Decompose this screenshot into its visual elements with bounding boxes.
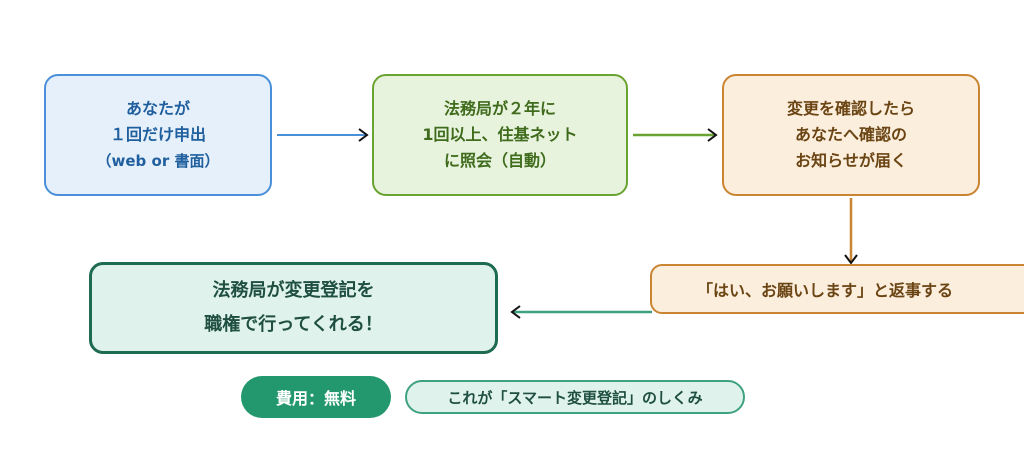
arrow-step4-to-step5 <box>510 305 652 319</box>
step-text-line: に照会（自動） <box>443 151 556 170</box>
step-text-line: 法務局が変更登記を <box>212 280 375 301</box>
step-text-line: 変更を確認したら <box>786 99 915 118</box>
step-text-line: お知らせが届く <box>795 151 907 170</box>
step-confirmation-notice: 変更を確認したら あなたへ確認の お知らせが届く <box>722 74 980 196</box>
step-text-line: 「はい、お願いします」と返事する <box>696 281 953 300</box>
step-ex-officio-registration: 法務局が変更登記を 職権で行ってくれる！ <box>89 262 498 354</box>
arrow-step3-to-step4 <box>844 198 858 265</box>
step-bureau-inquiry: 法務局が２年に 1回以上、住基ネット に照会（自動） <box>372 74 628 196</box>
step-text-line: あなたへ確認の <box>794 125 907 144</box>
step-text-line: 法務局が２年に <box>443 99 556 118</box>
step-apply-once: あなたが １回だけ申出 （web or 書面） <box>44 74 272 196</box>
cost-badge: 費用：無料 <box>241 376 391 418</box>
arrow-step2-to-step3 <box>633 128 718 142</box>
step-text-line: １回だけ申出 <box>109 125 206 144</box>
arrow-step1-to-step2 <box>277 128 369 142</box>
step-text-line: あなたが <box>125 99 190 118</box>
step-text-line: （web or 書面） <box>96 152 220 170</box>
caption-badge: これが「スマート変更登記」のしくみ <box>405 380 745 414</box>
step-text-line: 職権で行ってくれる！ <box>204 314 383 335</box>
step-reply-yes: 「はい、お願いします」と返事する <box>650 264 1024 314</box>
step-text-line: 1回以上、住基ネット <box>422 125 578 144</box>
